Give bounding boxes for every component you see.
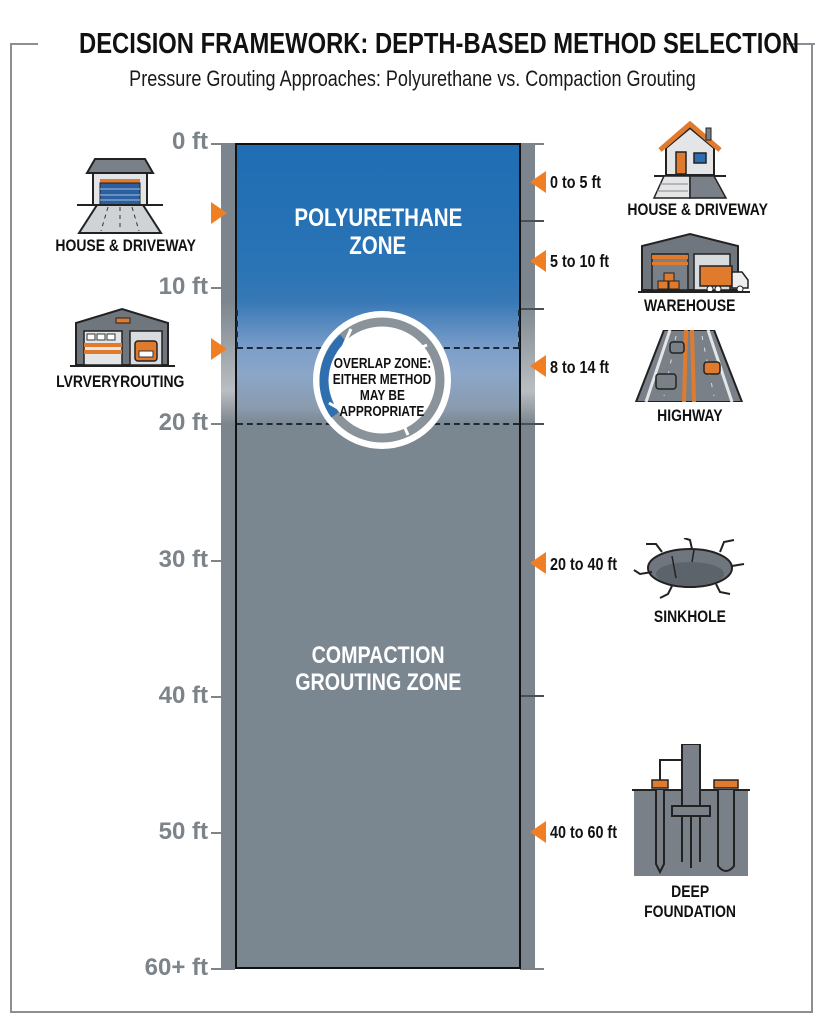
right-marker-label-2: WAREHOUSE <box>612 296 768 316</box>
range-label-4: 20 to 40 ft <box>550 554 632 575</box>
page-subtitle: Pressure Grouting Approaches: Polyuretha… <box>0 66 825 92</box>
right-tick <box>520 423 544 425</box>
right-tick <box>520 308 544 310</box>
pu-line2: ZONE <box>349 232 407 260</box>
depth-tick-30: 30 ft <box>158 546 208 573</box>
right-marker-label-1: HOUSE & DRIVEWAY <box>612 200 768 220</box>
range-label-3: 8 to 14 ft <box>550 357 622 378</box>
caption-text: FOUNDATION <box>644 901 736 921</box>
range-label-1: 0 to 5 ft <box>550 172 612 193</box>
overlap-zone-text: OVERLAP ZONE: EITHER METHOD MAY BE APPRO… <box>316 356 448 421</box>
cg-line1: COMPACTION <box>311 642 445 669</box>
subtitle-text: Pressure Grouting Approaches: Polyuretha… <box>129 66 696 91</box>
title-text: DECISION FRAMEWORK: DEPTH-BASED METHOD S… <box>79 28 800 60</box>
diagram-frame <box>10 43 813 1013</box>
warehouse-truck-icon <box>70 307 175 367</box>
cycle-arrows-icon <box>319 317 445 443</box>
caption-text: SINKHOLE <box>653 607 727 626</box>
overlap-zone-badge: OVERLAP ZONE: EITHER METHOD MAY BE APPRO… <box>313 311 451 449</box>
deep-foundation-icon <box>632 744 750 876</box>
orange-arrow-icon <box>211 202 227 224</box>
highway-icon <box>634 330 744 402</box>
caption-text: DEEP <box>671 882 709 901</box>
right-tick <box>520 695 544 697</box>
depth-column <box>235 143 521 969</box>
page-title: DECISION FRAMEWORK: DEPTH-BASED METHOD S… <box>0 28 825 61</box>
depth-tick-40: 40 ft <box>158 682 208 709</box>
overlap-line1: OVERLAP ZONE: <box>333 356 431 372</box>
left-rail <box>221 143 235 969</box>
right-marker-label-3: HIGHWAY <box>612 406 768 426</box>
house-icon <box>652 120 728 199</box>
range-text: 0 to 5 ft <box>550 172 602 192</box>
depth-tick-0: 0 ft <box>172 128 208 155</box>
frame-top-left-edge <box>10 43 38 45</box>
range-text: 20 to 40 ft <box>550 554 617 574</box>
orange-arrow-icon <box>530 552 546 574</box>
garage-driveway-icon <box>77 158 163 234</box>
left-marker-label-2: LVRVERYROUTING <box>40 372 200 392</box>
range-text: 5 to 10 ft <box>550 251 610 271</box>
cg-line2: GROUTING ZONE <box>294 668 462 696</box>
caption-text: WAREHOUSE <box>644 296 736 315</box>
sinkhole-icon <box>633 538 745 599</box>
caption-text: HOUSE & DRIVEWAY <box>627 200 768 219</box>
caption-text: HIGHWAY <box>657 406 723 425</box>
polyurethane-zone-label: POLYURETHANE ZONE <box>235 204 521 260</box>
right-marker-label-5: DEEP FOUNDATION <box>612 882 768 921</box>
range-text: 40 to 60 ft <box>550 822 617 842</box>
frame-top-right-edge <box>787 43 815 45</box>
right-marker-label-4: SINKHOLE <box>612 607 768 627</box>
warehouse-icon <box>638 232 750 293</box>
depth-tick-50: 50 ft <box>158 818 208 845</box>
range-label-5: 40 to 60 ft <box>550 822 632 843</box>
right-tick <box>520 143 544 145</box>
overlap-line4: APPROPRIATE <box>339 403 425 420</box>
caption-text: HOUSE & DRIVEWAY <box>55 236 196 255</box>
overlap-line3: MAY BE <box>359 387 405 404</box>
right-rail <box>521 143 535 969</box>
depth-tick-60: 60+ ft <box>144 954 208 981</box>
orange-arrow-icon <box>530 355 546 377</box>
left-marker-label-1: HOUSE & DRIVEWAY <box>40 236 200 256</box>
orange-arrow-icon <box>211 338 227 360</box>
range-label-2: 5 to 10 ft <box>550 251 622 272</box>
depth-tick-10: 10 ft <box>158 273 208 300</box>
dashed-edge <box>518 310 520 348</box>
depth-tick-20: 20 ft <box>158 409 208 436</box>
pu-line1: POLYURETHANE <box>294 204 462 232</box>
right-tick <box>520 220 544 222</box>
overlap-line2: EITHER METHOD <box>332 371 432 388</box>
range-text: 8 to 14 ft <box>550 357 610 377</box>
right-tick <box>520 968 544 970</box>
dashed-edge <box>236 310 238 348</box>
orange-arrow-icon <box>530 250 546 272</box>
compaction-zone-label: COMPACTION GROUTING ZONE <box>235 642 521 697</box>
orange-arrow-icon <box>530 171 546 193</box>
orange-arrow-icon <box>530 821 546 843</box>
tick-mark <box>211 968 235 970</box>
caption-text: LVRVERYROUTING <box>55 372 185 391</box>
